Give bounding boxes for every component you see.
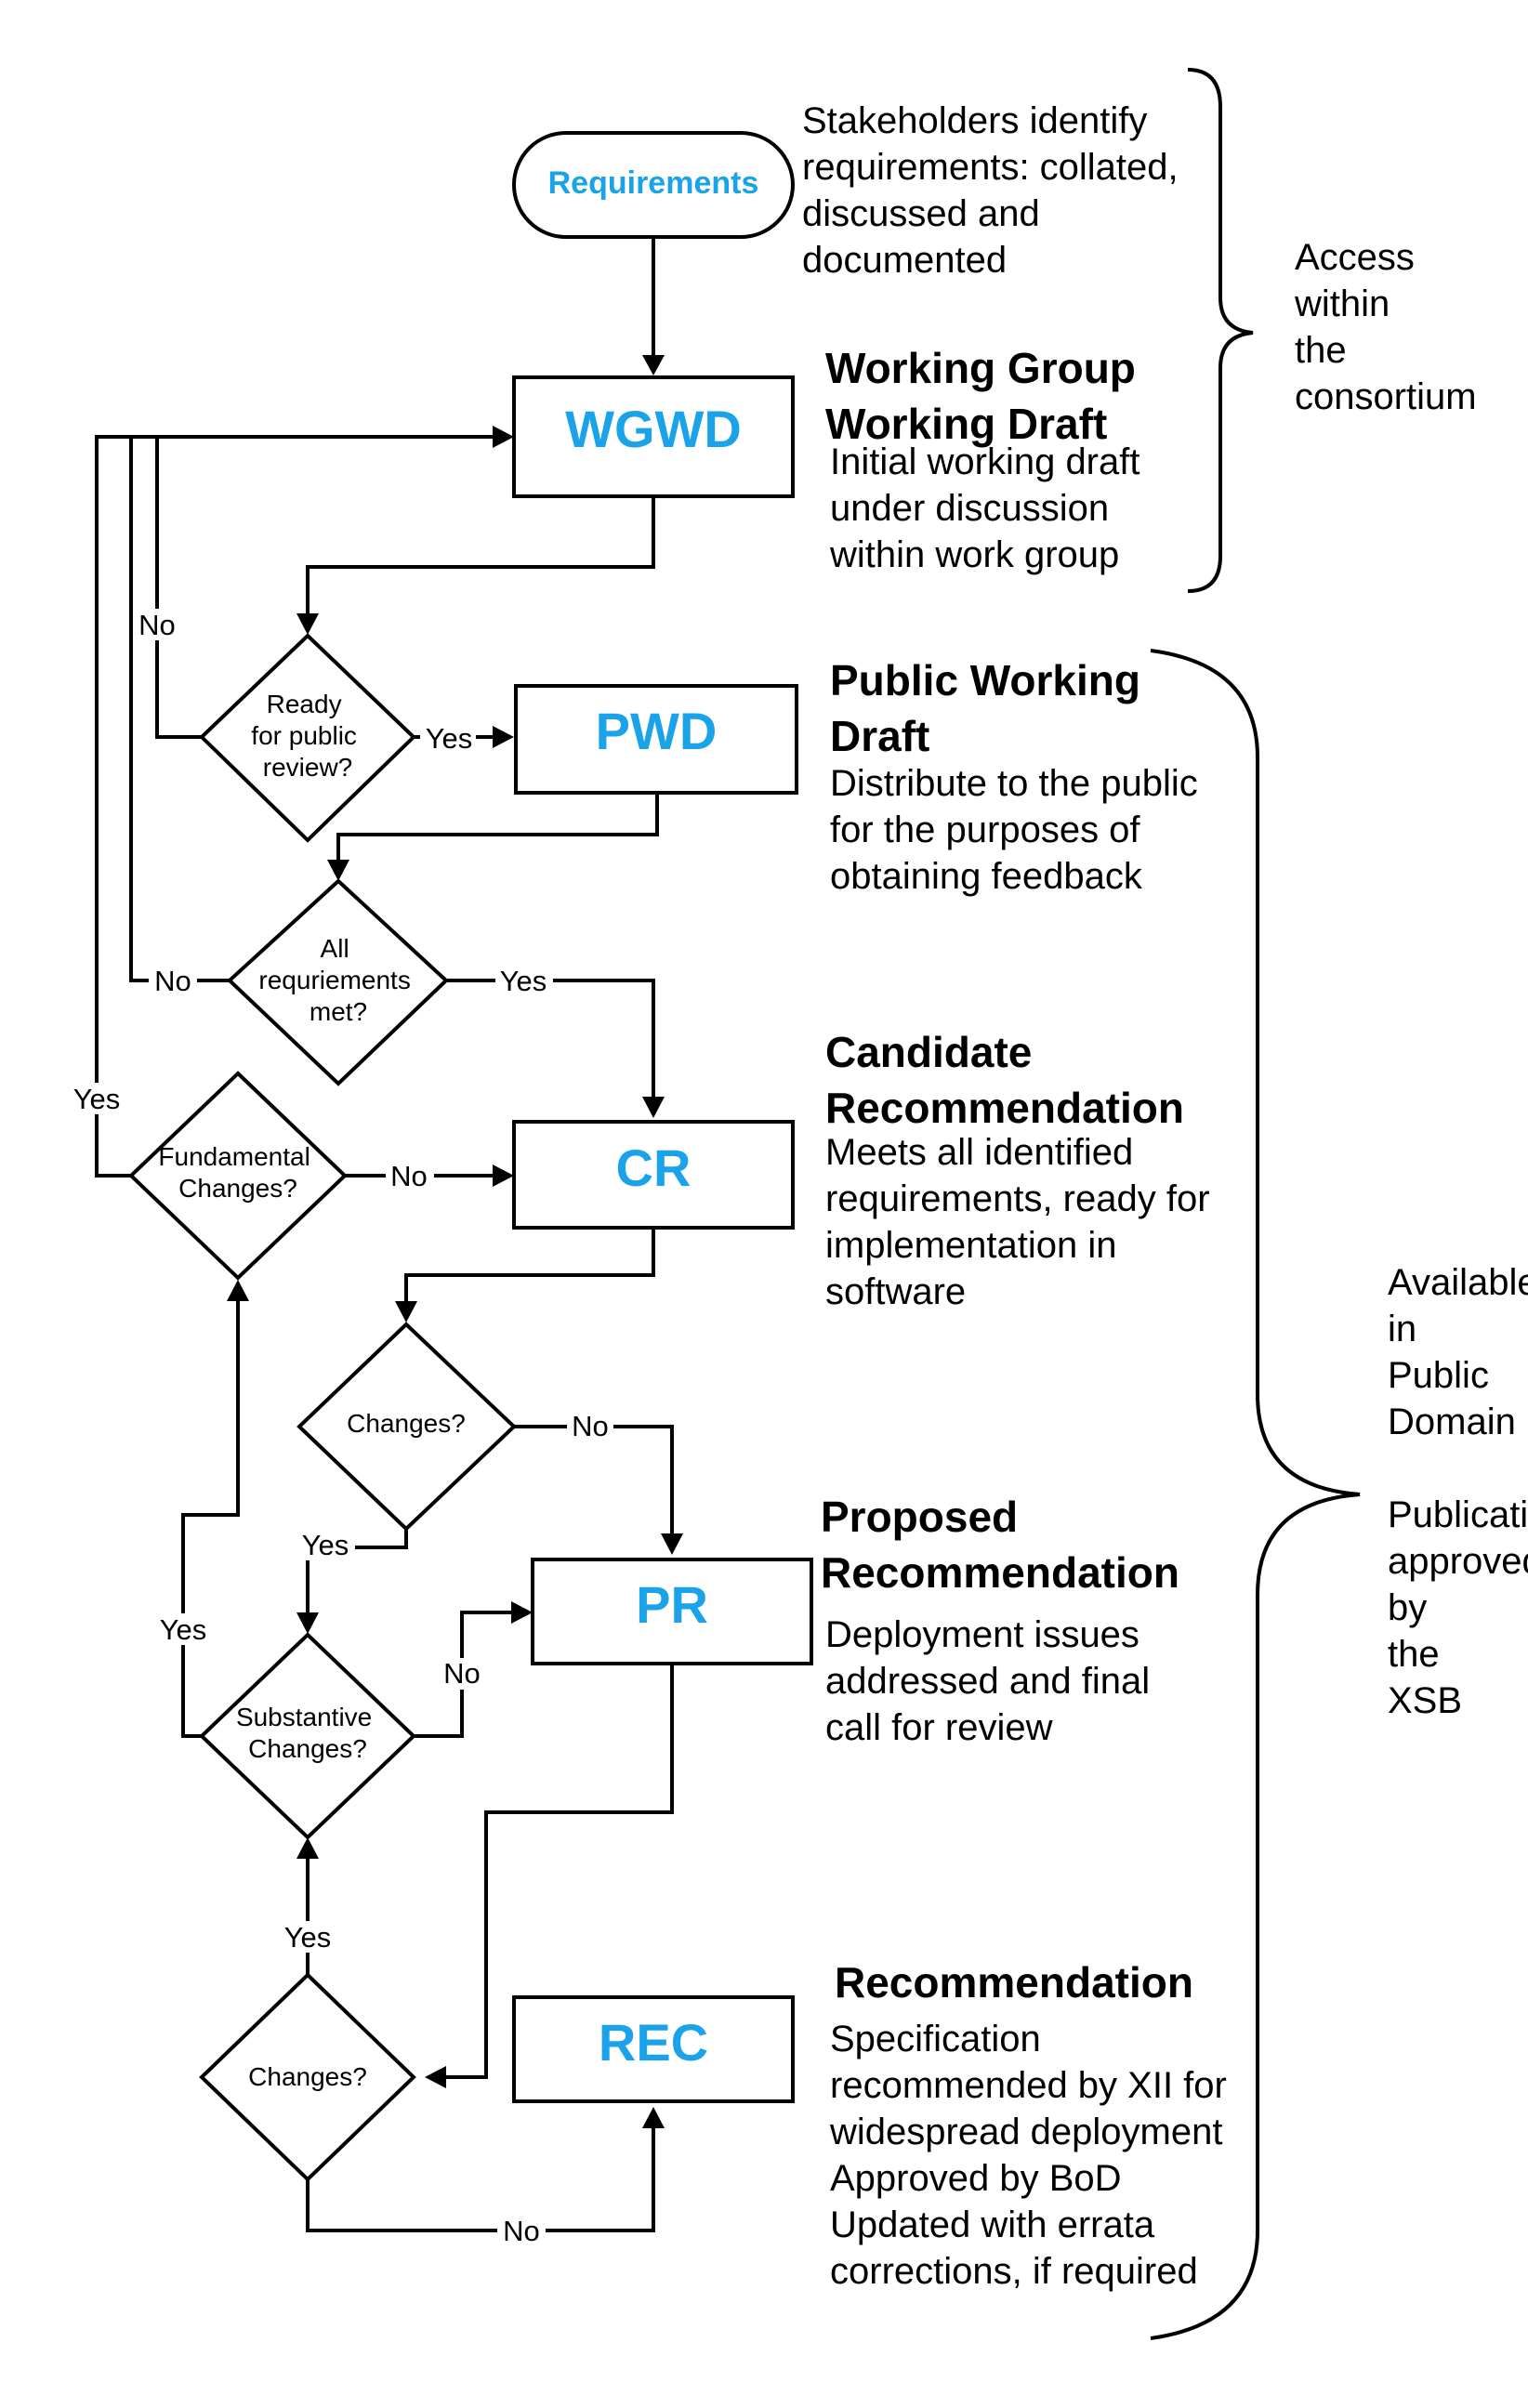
- edge-label-substantive-yes: Yes: [160, 1613, 207, 1646]
- node-pr[interactable]: PR: [531, 1558, 813, 1665]
- decision-substantive-label: Substantive Changes?: [236, 1703, 379, 1763]
- edge-changes-to-substantive: [306, 1529, 408, 1622]
- desc-requirements: Stakeholders identify requirements: coll…: [802, 100, 1189, 281]
- edge-substantive-to-fundamental: [181, 1292, 240, 1738]
- edge-allreq-to-cr: [446, 979, 655, 1106]
- desc-wgwd: Initial working draft under discussion w…: [829, 441, 1151, 575]
- decision-changes-label: Changes?: [347, 1409, 466, 1438]
- node-rec-label: REC: [599, 2013, 708, 2072]
- node-cr-label: CR: [616, 1138, 692, 1197]
- edge-pwd-to-allreq: [336, 793, 659, 869]
- node-rec[interactable]: REC: [512, 1995, 795, 2103]
- arrowhead: [642, 1097, 665, 1118]
- edge-label-ready-no: No: [138, 609, 176, 641]
- edge-pr-to-changes-lower: [437, 1664, 674, 2079]
- edge-label-fundamental-no: No: [390, 1160, 428, 1192]
- desc-rec: Specification recommended by XII for wid…: [829, 2019, 1237, 2292]
- desc-pr-title: Proposed Recommendation: [821, 1493, 1179, 1597]
- edge-changes-lower-to-rec: [306, 2119, 655, 2232]
- node-cr[interactable]: CR: [512, 1120, 795, 1230]
- desc-rec-title: Recommendation: [835, 1958, 1193, 2007]
- arrowhead: [493, 726, 514, 748]
- arrowhead: [327, 860, 349, 881]
- arrowhead: [661, 1533, 683, 1555]
- decision-fundamental-label: Fundamental Changes?: [158, 1142, 317, 1203]
- edge-label-allreq-yes: Yes: [500, 965, 547, 997]
- arrowhead: [642, 2107, 665, 2128]
- arrowhead: [395, 1301, 417, 1322]
- desc-pwd: Distribute to the public for the purpose…: [830, 763, 1208, 897]
- arrowhead: [296, 613, 319, 635]
- arrowhead: [425, 2066, 446, 2088]
- edge-wgwd-to-ready: [306, 497, 655, 623]
- arrowhead: [511, 1601, 533, 1624]
- node-wgwd-label: WGWD: [565, 400, 742, 458]
- node-requirements[interactable]: Requirements: [512, 131, 795, 239]
- arrowhead: [227, 1280, 249, 1301]
- node-pwd-label: PWD: [596, 702, 718, 760]
- desc-wgwd-title: Working Group Working Draft: [825, 344, 1148, 448]
- desc-pr: Deployment issues addressed and final ca…: [825, 1614, 1160, 1748]
- arrowhead: [493, 1165, 514, 1187]
- decision-changes-lower-label: Changes?: [248, 2062, 367, 2091]
- edge-label-changes-lower-no: No: [503, 2215, 540, 2247]
- decision-substantive-changes[interactable]: Substantive Changes?: [199, 1632, 416, 1840]
- bracket-public-label: Available in Public Domain Publication a…: [1388, 1262, 1528, 1721]
- bracket-consortium-label: Access within the consortium: [1294, 237, 1477, 417]
- decision-allreq-label: All requriements met?: [258, 934, 417, 1026]
- decision-ready-public-review[interactable]: Ready for public review?: [199, 633, 416, 843]
- node-requirements-label: Requirements: [548, 165, 759, 201]
- edge-ready-no-loop: [155, 437, 202, 739]
- brace-public: [1150, 649, 1361, 2340]
- node-wgwd[interactable]: WGWD: [512, 375, 795, 498]
- connectors: [95, 239, 683, 2232]
- edge-label-changes-lower-yes: Yes: [284, 1921, 332, 1954]
- node-pr-label: PR: [636, 1575, 708, 1634]
- decision-changes-after-pr[interactable]: Changes?: [199, 1972, 416, 2182]
- arrowhead: [296, 1837, 319, 1859]
- edge-allreq-no-loop: [129, 437, 230, 982]
- edge-label-allreq-no: No: [154, 965, 191, 997]
- node-pwd[interactable]: PWD: [514, 684, 798, 795]
- decision-fundamental-changes[interactable]: Fundamental Changes?: [128, 1071, 348, 1281]
- edge-fundamental-yes-loop: [95, 435, 502, 1178]
- edge-label-substantive-no: No: [443, 1657, 481, 1690]
- arrowhead: [296, 1612, 319, 1634]
- desc-cr: Meets all identified requirements, ready…: [825, 1132, 1220, 1312]
- edge-changes-to-pr: [514, 1425, 674, 1543]
- desc-cr-title: Candidate Recommendation: [825, 1028, 1184, 1132]
- decision-changes-after-cr[interactable]: Changes?: [296, 1322, 517, 1532]
- desc-pwd-title: Public Working Draft: [830, 656, 1153, 760]
- edge-label-ready-yes: Yes: [426, 722, 473, 755]
- decision-ready-label: Ready for public review?: [251, 690, 363, 782]
- edge-label-changes-no: No: [572, 1410, 609, 1442]
- brace-consortium: [1187, 68, 1254, 593]
- edge-labels: Yes No No Yes Yes No No Yes No Yes Yes N…: [67, 609, 613, 2247]
- arrowhead: [493, 426, 514, 448]
- arrowhead: [642, 355, 665, 375]
- edge-label-changes-yes: Yes: [302, 1529, 349, 1561]
- edge-label-fundamental-yes: Yes: [73, 1083, 121, 1115]
- decision-all-requirements-met[interactable]: All requriements met?: [227, 878, 449, 1086]
- edge-cr-to-changes: [404, 1230, 655, 1310]
